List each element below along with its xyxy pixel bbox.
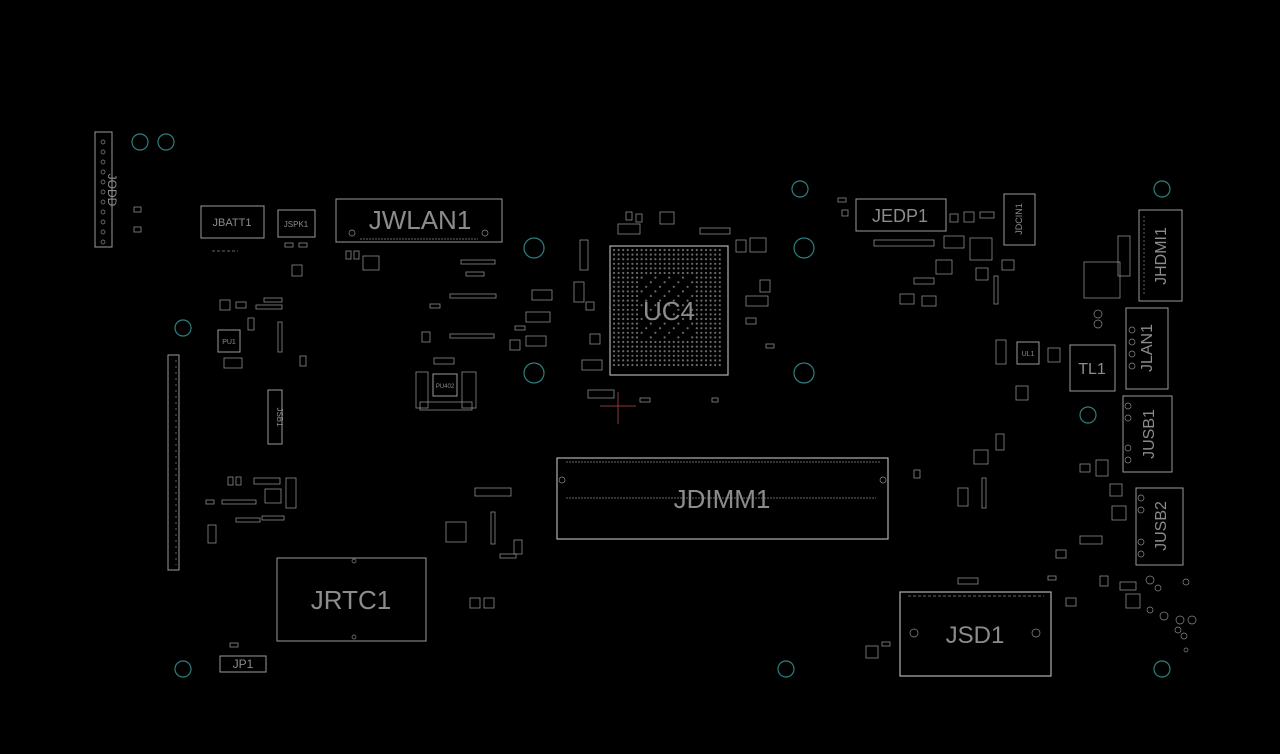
uc4-surrounding-parts [573,211,775,403]
mounting-hole [1153,180,1171,198]
mounting-hole [523,237,545,259]
connector-jlan1[interactable]: JLAN1 [1125,307,1169,390]
connector-jrtc1[interactable]: JRTC1 [276,557,427,642]
jbatt1-label: JBATT1 [213,217,252,229]
connector-jedp1[interactable]: JEDP1 [855,198,947,232]
connector-left-long[interactable] [167,354,180,571]
via-cluster [1145,575,1197,653]
component-cluster-center [445,487,523,609]
uc4-ball-grid [612,248,721,367]
mounting-hole [793,362,815,384]
mounting-hole [174,660,192,678]
connector-jdimm1[interactable]: JDIMM1 [556,457,889,540]
pu402-label: PU402 [436,384,455,390]
jdimm1-label: JDIMM1 [674,484,771,514]
component-cluster-right-middle [913,433,1141,609]
chip-uc4[interactable]: UC4 [609,245,729,376]
jedp1-label: JEDP1 [872,206,928,226]
mounting-hole [793,237,815,259]
jdcin1-label: JDCIN1 [1014,203,1024,235]
jusb2-label: JUSB2 [1153,501,1170,551]
chip-ul1[interactable]: UL1 [1016,341,1040,365]
connector-jbatt1[interactable]: JBATT1 [200,205,265,252]
jsb1-label: JSB1 [275,407,284,427]
connector-jspk1[interactable]: JSPK1 [277,209,316,238]
mounting-hole [523,362,545,384]
chip-pu402[interactable]: PU402 [415,357,477,411]
center-left-parts [421,259,553,351]
jwlan1-label: JWLAN1 [369,205,472,235]
connector-jusb1[interactable]: JUSB1 [1122,395,1173,473]
jspk1-label: JSPK1 [284,220,309,229]
connector-jdcin1[interactable]: JDCIN1 [1003,193,1036,246]
connector-jsd1[interactable]: JSD1 [899,591,1052,677]
connector-jhdmi1[interactable]: JHDMI1 [1138,209,1183,302]
mounting-hole [791,180,809,198]
jrtc1-label: JRTC1 [311,585,391,615]
mounting-hole [174,319,192,337]
component-cluster-right-upper [873,211,1015,307]
ul1-label: UL1 [1022,351,1035,358]
uc4-label: UC4 [643,296,695,326]
mounting-hole [1079,406,1097,424]
component-cluster-left [205,476,297,544]
connector-jwlan1[interactable]: JWLAN1 [335,198,503,243]
mounting-hole [777,660,795,678]
mounting-hole [157,133,175,151]
connector-jodd[interactable]: JODD [94,131,119,248]
tl1-label: TL1 [1078,361,1106,378]
connector-jusb2[interactable]: JUSB2 [1135,487,1184,566]
connector-jsb1[interactable]: JSB1 [267,389,284,445]
jumper-jp1[interactable]: JP1 [219,655,267,673]
mounting-hole [131,133,149,151]
jhdmi1-label: JHDMI1 [1153,227,1170,285]
transformer-tl1[interactable]: TL1 [1069,344,1116,392]
mounting-hole [1153,660,1171,678]
jp1-label: JP1 [233,657,254,671]
jsd1-label: JSD1 [946,622,1005,649]
mounting-holes [131,133,1171,678]
chip-pu1[interactable]: PU1 [217,329,241,353]
jusb1-label: JUSB1 [1141,409,1158,459]
jlan1-label: JLAN1 [1139,324,1156,372]
jodd-pins [100,139,106,245]
jodd-label: JODD [105,174,119,207]
pu1-label: PU1 [222,339,236,346]
